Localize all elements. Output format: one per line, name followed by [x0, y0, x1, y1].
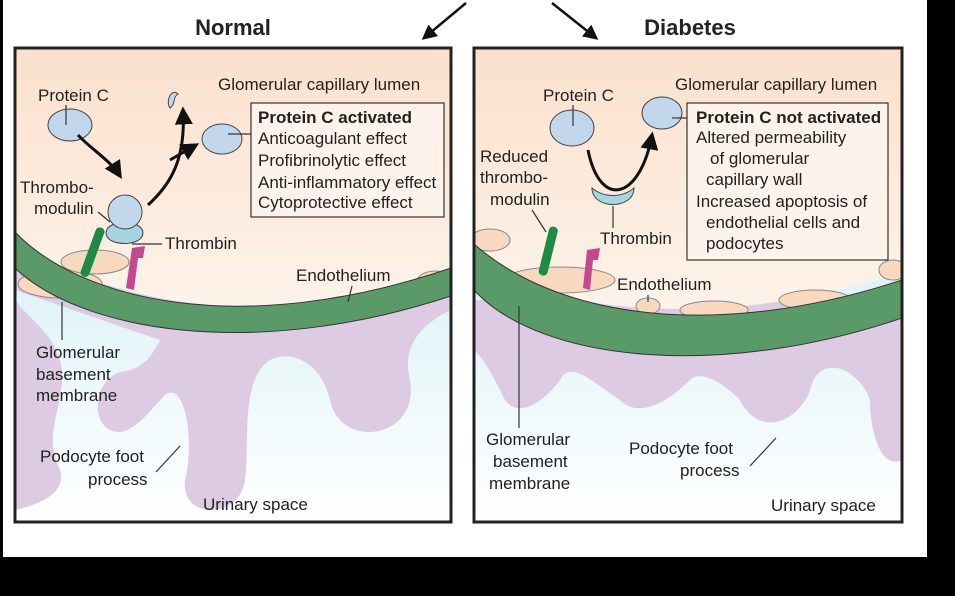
- podocyte-label-2: process: [680, 461, 740, 480]
- activated-protein-c: [201, 123, 243, 155]
- gbm-label-2: basement: [36, 365, 111, 384]
- release-arrow: [169, 143, 200, 162]
- box-title: Protein C not activated: [696, 108, 881, 127]
- thrombomodulin-label-2: modulin: [34, 199, 94, 218]
- thrombomodulin-label-1: Reduced: [480, 147, 548, 166]
- podocyte-leader: [749, 437, 777, 467]
- diabetes-title: Diabetes: [644, 15, 736, 40]
- podocyte-label-2: process: [88, 470, 148, 489]
- urinary-label: Urinary space: [203, 495, 308, 514]
- protein-c-label: Protein C: [38, 86, 109, 105]
- podocyte-left-lobe: [15, 300, 63, 510]
- thrombin-label: Thrombin: [600, 229, 672, 248]
- glomerular-basement-membrane: [15, 231, 451, 333]
- box-title: Protein C activated: [258, 108, 412, 127]
- effect-1: Anticoagulant effect: [258, 129, 407, 148]
- endothelial-cell: [878, 259, 902, 281]
- thrombomodulin-pink: [583, 248, 600, 290]
- lumen-label: Glomerular capillary lumen: [218, 75, 420, 94]
- endothelium-label: Endothelium: [617, 275, 712, 294]
- glomerular-basement-membrane: [474, 243, 902, 357]
- thrombomodulin-label-2: thrombo-: [480, 168, 548, 187]
- gbm-label-2: basement: [493, 452, 568, 471]
- normal-title: Normal: [195, 15, 271, 40]
- thrombomodulin-green: [80, 227, 105, 278]
- endothelium-leader: [347, 285, 353, 303]
- effect-5: endothelial cells and: [706, 213, 860, 232]
- effect-3: Anti-inflammatory effect: [258, 173, 437, 192]
- urinary-label: Urinary space: [771, 496, 876, 515]
- protein-c: [549, 109, 595, 147]
- diabetes-panel: Protein C not activated Altered permeabi…: [472, 46, 904, 524]
- effect-2: Profibrinolytic effect: [258, 151, 406, 170]
- activation-arrow: [146, 106, 193, 207]
- protein-c-fragment: [167, 92, 179, 109]
- effect-2: of glomerular: [710, 149, 810, 168]
- normal-panel-border: [13, 46, 453, 524]
- diabetes-panel-border: [472, 46, 904, 524]
- split-arrow-left: [421, 2, 467, 40]
- effect-1: Altered permeability: [696, 128, 847, 147]
- gbm-label-1: Glomerular: [486, 430, 570, 449]
- binding-arrow: [76, 133, 122, 180]
- effect-4: Cytoprotective effect: [258, 193, 413, 212]
- thrombomodulin-label-3: modulin: [490, 190, 550, 209]
- podocyte-leader: [155, 445, 181, 473]
- non-activation-box: [686, 102, 889, 261]
- activation-box: [250, 102, 445, 218]
- thrombomodulin-label-1: Thrombo-: [20, 178, 94, 197]
- endothelial-cell: [474, 228, 511, 252]
- thrombomodulin-leader: [97, 211, 111, 223]
- thrombomodulin-green: [538, 226, 558, 276]
- thrombomodulin-pink: [126, 246, 145, 290]
- thrombomodulin-leader: [531, 209, 547, 233]
- gbm-label-3: membrane: [489, 474, 570, 493]
- effect-4: Increased apoptosis of: [696, 192, 867, 211]
- normal-panel: Protein C activated Anticoagulant effect…: [13, 46, 453, 524]
- protein-c: [47, 108, 93, 142]
- podocyte-label-1: Podocyte foot: [40, 447, 144, 466]
- protein-c-bound: [107, 194, 143, 230]
- effect-3: capillary wall: [706, 170, 802, 189]
- lumen-label: Glomerular capillary lumen: [675, 75, 877, 94]
- effect-6: podocytes: [706, 234, 784, 253]
- split-arrow-right: [551, 2, 599, 40]
- endothelium-label: Endothelium: [296, 266, 391, 285]
- podocyte-label-1: Podocyte foot: [629, 439, 733, 458]
- protein-c-unbound: [641, 96, 683, 130]
- gbm-label-1: Glomerular: [36, 343, 120, 362]
- gbm-label-3: membrane: [36, 386, 117, 405]
- thrombin-label: Thrombin: [165, 234, 237, 253]
- protein-c-label: Protein C: [543, 86, 614, 105]
- non-activation-arrow: [586, 131, 659, 192]
- thrombin-shape: [591, 186, 635, 205]
